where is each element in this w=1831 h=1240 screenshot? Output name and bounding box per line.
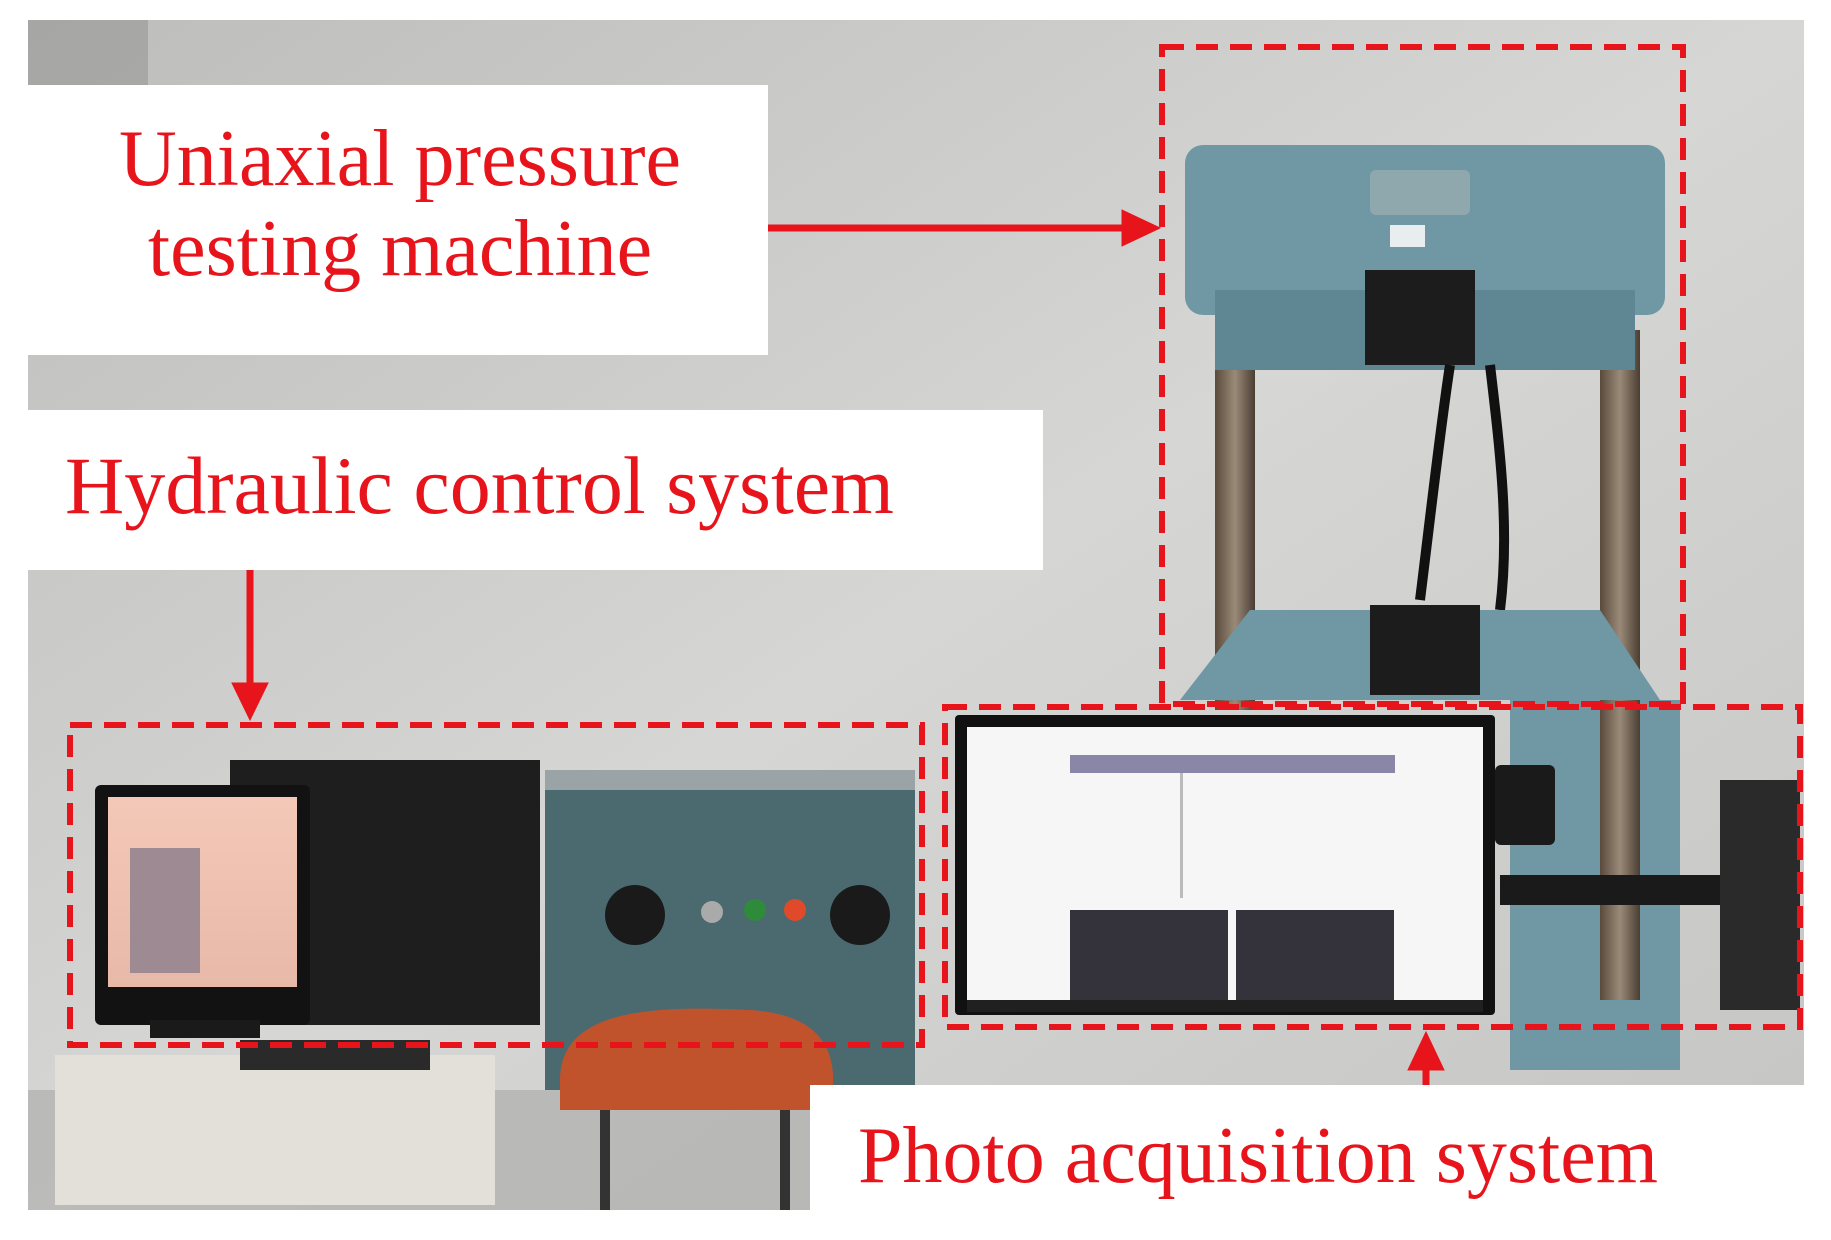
photo-label: Photo acquisition system [858, 1112, 1658, 1200]
photo-label-box [810, 1085, 1804, 1210]
arrow-icon [768, 209, 1162, 247]
testing-machine [1180, 145, 1680, 1070]
annotation-frames [67, 44, 1803, 1048]
acquisition-monitor [955, 715, 1800, 1015]
uniaxial-label-box [28, 85, 768, 355]
uniaxial-label: Uniaxial pressure testing machine [75, 115, 725, 294]
photo-dashed-box [942, 704, 1803, 1030]
chair [560, 1008, 834, 1210]
uniaxial-label-line1: Uniaxial pressure [118, 115, 682, 203]
arrow-icon [231, 570, 269, 722]
hydraulic-equipment [55, 760, 915, 1205]
hydraulic-label: Hydraulic control system [65, 440, 894, 531]
hydraulic-label-box [28, 410, 1043, 570]
uniaxial-label-line2: testing machine [147, 204, 653, 293]
hydraulic-dashed-box [67, 722, 925, 1048]
